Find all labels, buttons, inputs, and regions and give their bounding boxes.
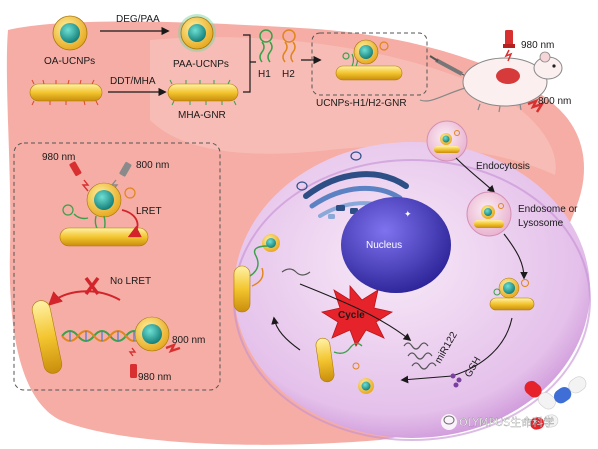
- label-paa-ucnps: PAA-UCNPs: [173, 59, 229, 70]
- laser-800-mouse-icon: [527, 98, 545, 113]
- assembly-left-upper: [233, 234, 280, 313]
- laser-980-icon-top: [69, 161, 90, 192]
- paa-ucnp-particle: [178, 14, 216, 52]
- label-h1: H1: [258, 69, 271, 80]
- label-endocytosis: Endocytosis: [476, 161, 530, 172]
- endosome-vesicle: [466, 191, 512, 237]
- label-deg-paa: DEG/PAA: [116, 14, 160, 25]
- label-mha-gnr: MHA-GNR: [178, 110, 226, 121]
- assembly-bottom: [315, 337, 374, 394]
- vesicle-outlines: [296, 151, 362, 191]
- watermark: OLYMPUS生命科学: [441, 414, 554, 430]
- label-h2: H2: [282, 69, 295, 80]
- endocytosis-vesicle: [426, 120, 468, 162]
- capsule-pill-blue: [553, 376, 587, 404]
- label-product: UCNPs-H1/H2-GNR: [316, 98, 407, 109]
- laser-800-icon-bottom: [165, 342, 181, 354]
- lret-assembly: [59, 182, 149, 247]
- product-nanoassembly: [335, 39, 403, 81]
- capsule-pill-red: [524, 380, 556, 410]
- nucleus-sparkle: ✦: [404, 209, 412, 219]
- hairpin-h1-icon: [259, 29, 273, 63]
- label-endosome-line2: Lysosome: [518, 218, 564, 229]
- no-lret-arrow: [47, 290, 121, 306]
- gsh-dots: [450, 373, 462, 388]
- label-ddt-mha: DDT/MHA: [110, 76, 156, 87]
- label-lret: LRET: [136, 206, 162, 217]
- nucleus: [341, 197, 451, 293]
- arrow-endocytosis: [455, 157, 496, 194]
- gold-nanorod-top: [29, 79, 103, 106]
- product-box: [311, 32, 428, 96]
- watermark-text: OLYMPUS生命科学: [459, 415, 554, 429]
- vertical-gold-rod: [31, 300, 63, 374]
- merge-bracket: [243, 34, 256, 93]
- free-strand-1: [281, 268, 311, 276]
- label-980-bottom: 980 nm: [138, 372, 171, 383]
- wechat-icon: [443, 415, 455, 425]
- oa-ucnp-particle: [52, 15, 88, 51]
- label-800-bottom: 800 nm: [172, 335, 205, 346]
- mir122-strands: [403, 342, 437, 370]
- laser-980-icon-bottom: [128, 347, 137, 378]
- label-800-mouse: 800 nm: [538, 96, 571, 107]
- label-no-lret: No LRET: [110, 276, 151, 287]
- dna-double-helix: [61, 330, 143, 342]
- hairpin-h2-icon: [282, 29, 296, 63]
- arrow-to-escape: [503, 233, 528, 280]
- mha-gnr-rod: [167, 79, 239, 106]
- mouse-illustration: [419, 51, 563, 113]
- ucnp-bottom-panel: [134, 316, 170, 352]
- escaped-assembly: [489, 277, 535, 311]
- label-nucleus: Nucleus: [366, 240, 402, 251]
- arrow-cycle-left: [271, 316, 301, 351]
- cycle-burst: [320, 284, 394, 347]
- label-cycle: Cycle: [338, 310, 365, 321]
- label-980-mouse: 980 nm: [521, 40, 554, 51]
- capsule-pill-bottom: [530, 414, 559, 430]
- label-800-top: 800 nm: [136, 160, 169, 171]
- label-980-top: 980 nm: [42, 152, 75, 163]
- mechanism-panel: [13, 142, 221, 391]
- laser-980-mouse-icon: [503, 30, 515, 62]
- label-oa-ucnps: OA-UCNPs: [44, 56, 95, 67]
- arrow-cycle-right: [299, 283, 412, 341]
- label-endosome-line1: Endosome or: [518, 204, 578, 215]
